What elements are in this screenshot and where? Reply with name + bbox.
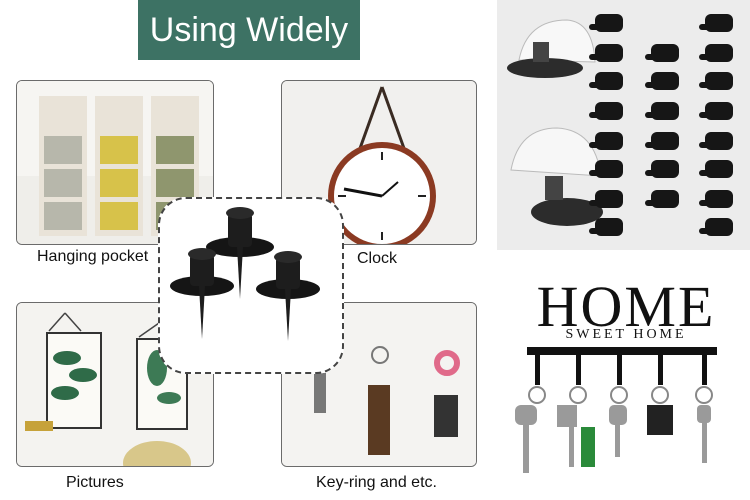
caps-hooks-image bbox=[497, 0, 750, 250]
hook-icon bbox=[645, 190, 679, 208]
hook-icon bbox=[699, 14, 733, 32]
hook-icon bbox=[589, 160, 623, 178]
hook-icon bbox=[645, 72, 679, 90]
hooks-center-frame bbox=[158, 197, 344, 374]
cap-icon bbox=[510, 127, 603, 226]
hook-icon bbox=[645, 102, 679, 120]
hanging-pocket-panel bbox=[16, 80, 214, 245]
hook-icon bbox=[206, 207, 274, 299]
hook-icon bbox=[699, 218, 733, 236]
hook-icon bbox=[589, 72, 623, 90]
hook-icon bbox=[699, 44, 733, 62]
clock-image bbox=[282, 81, 476, 244]
hook-icon bbox=[170, 248, 234, 339]
hook-icon bbox=[699, 132, 733, 150]
label-pictures: Pictures bbox=[66, 474, 124, 491]
hook-icon bbox=[699, 102, 733, 120]
hook-icon bbox=[589, 218, 623, 236]
hook-icon bbox=[699, 190, 733, 208]
pictures-panel bbox=[16, 302, 214, 467]
hook-icon bbox=[589, 14, 623, 32]
label-hanging-pocket: Hanging pocket bbox=[37, 248, 149, 265]
hanging-pocket-image bbox=[17, 81, 213, 244]
hook-icon bbox=[589, 132, 623, 150]
hook-icon bbox=[589, 190, 623, 208]
hook-icon bbox=[256, 251, 320, 341]
hook-icon bbox=[645, 132, 679, 150]
hook-icon bbox=[589, 102, 623, 120]
cap-icon bbox=[507, 19, 596, 78]
hook-icon bbox=[699, 72, 733, 90]
push-pin-hooks-image bbox=[170, 207, 320, 341]
hook-icon bbox=[589, 44, 623, 62]
home-subtitle: SWEET HOME bbox=[541, 327, 711, 343]
home-sign-panel: HOME SWEET HOME bbox=[497, 255, 750, 500]
hook-icon bbox=[645, 160, 679, 178]
hook-icon bbox=[645, 44, 679, 62]
clock-panel bbox=[281, 80, 477, 245]
home-rack-image bbox=[515, 347, 717, 473]
banner-title: Using Widely bbox=[149, 11, 349, 49]
title-banner: Using Widely bbox=[138, 0, 360, 60]
label-key-ring: Key-ring and etc. bbox=[316, 474, 437, 491]
hook-icon bbox=[699, 160, 733, 178]
caps-hooks-panel bbox=[497, 0, 750, 250]
label-clock: Clock bbox=[357, 250, 398, 267]
